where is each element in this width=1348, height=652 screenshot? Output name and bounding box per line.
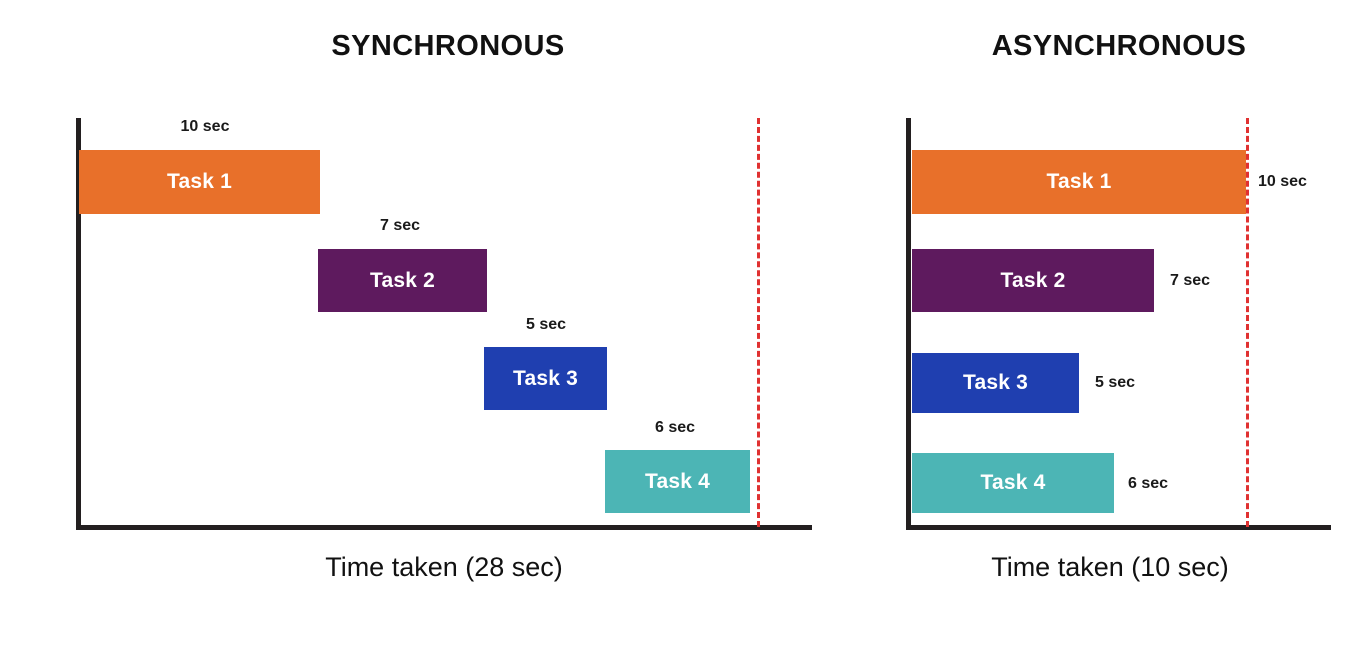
- duration-label-async-task-3: 5 sec: [1095, 374, 1136, 391]
- bar-async-task-4: Task 4: [912, 453, 1114, 513]
- bar-sync-task-2: Task 2: [318, 249, 487, 312]
- bar-sync-task-1: Task 1: [79, 150, 320, 214]
- bar-async-task-3: Task 3: [912, 353, 1079, 413]
- deadline-marker-synchronous: [757, 118, 760, 527]
- panel-title-synchronous: SYNCHRONOUS: [331, 30, 565, 62]
- duration-label-sync-task-2: 7 sec: [379, 217, 421, 234]
- duration-label-async-task-4: 6 sec: [1128, 475, 1169, 492]
- duration-label-async-task-2: 7 sec: [1170, 272, 1211, 289]
- bar-async-task-1: Task 1: [912, 150, 1246, 214]
- duration-label-sync-task-1: 10 sec: [180, 118, 230, 135]
- y-axis-asynchronous: [906, 118, 911, 530]
- duration-label-sync-task-3: 5 sec: [525, 316, 567, 333]
- bar-sync-task-4: Task 4: [605, 450, 750, 513]
- duration-label-async-task-1: 10 sec: [1258, 173, 1307, 190]
- x-axis-synchronous: [76, 525, 812, 530]
- bar-sync-task-3: Task 3: [484, 347, 607, 410]
- caption-asynchronous: Time taken (10 sec): [991, 552, 1229, 582]
- panel-title-asynchronous: ASYNCHRONOUS: [991, 30, 1247, 62]
- deadline-marker-asynchronous: [1246, 118, 1249, 527]
- bar-async-task-2: Task 2: [912, 249, 1154, 312]
- y-axis-synchronous: [76, 118, 81, 530]
- x-axis-asynchronous: [906, 525, 1331, 530]
- duration-label-sync-task-4: 6 sec: [654, 419, 696, 436]
- caption-synchronous: Time taken (28 sec): [325, 552, 563, 582]
